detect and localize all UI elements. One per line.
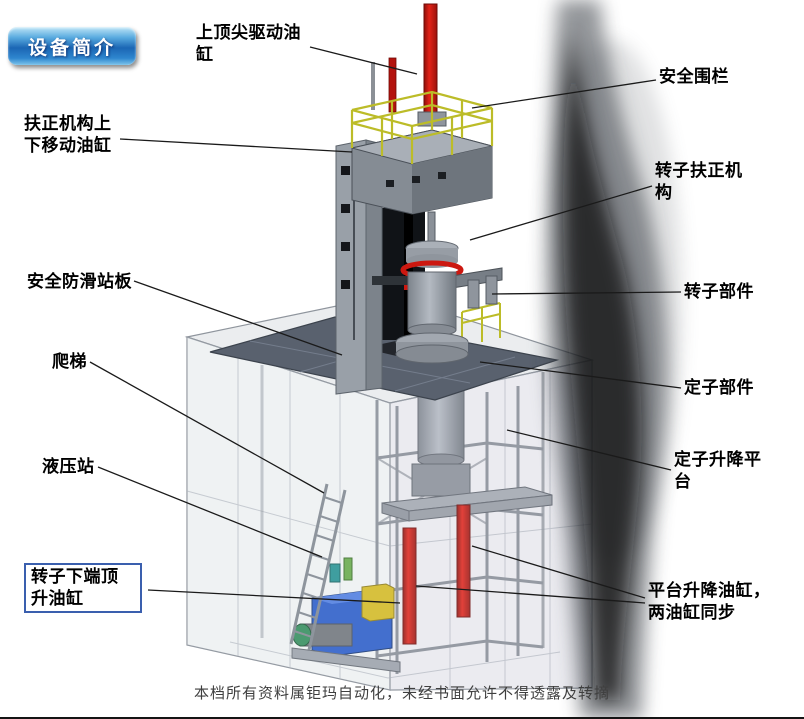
safety-fence-rails bbox=[350, 90, 494, 164]
watermark-text: 本档所有资料属钜玛自动化，未经书面允许不得透露及转摘 bbox=[193, 685, 610, 702]
stator-lift-platform-structure bbox=[381, 486, 553, 522]
title-badge-text: 设备简介 bbox=[27, 37, 116, 59]
label-stator-part: 定子部件 bbox=[684, 378, 754, 397]
rotor-assembly bbox=[372, 211, 503, 364]
access-ladder bbox=[289, 483, 347, 651]
label-rotor-part: 转子部件 bbox=[684, 282, 754, 301]
label-centering-cylinder: 扶正机构上下移动油缸 bbox=[24, 114, 112, 156]
label-hydraulic-station: 液压站 bbox=[42, 457, 95, 476]
head-assembly bbox=[351, 129, 493, 215]
label-safety-fence: 安全围栏 bbox=[659, 67, 729, 86]
label-stator-lift-platform: 定子升降平台 bbox=[674, 450, 762, 492]
label-platform-lift-cylinders: 平台升降油缸，两油缸同步 bbox=[648, 581, 771, 623]
label-ladder: 爬梯 bbox=[52, 352, 87, 371]
label-antislip-board: 安全防滑站板 bbox=[27, 272, 132, 291]
title-badge: 设备简介 bbox=[8, 27, 136, 65]
label-rotor-centering-mechanism: 转子扶正机构 bbox=[655, 161, 743, 203]
label-rotor-bottom-jack-cylinder: 转子下端顶升油缸 bbox=[24, 563, 142, 614]
shadow-smudge bbox=[542, 0, 682, 719]
enclosure-glass-veil bbox=[187, 337, 592, 690]
label-top-drive-cylinder: 上顶尖驱动油缸 bbox=[196, 23, 301, 65]
leader-lines bbox=[89, 46, 682, 604]
bottom-border bbox=[0, 717, 804, 719]
